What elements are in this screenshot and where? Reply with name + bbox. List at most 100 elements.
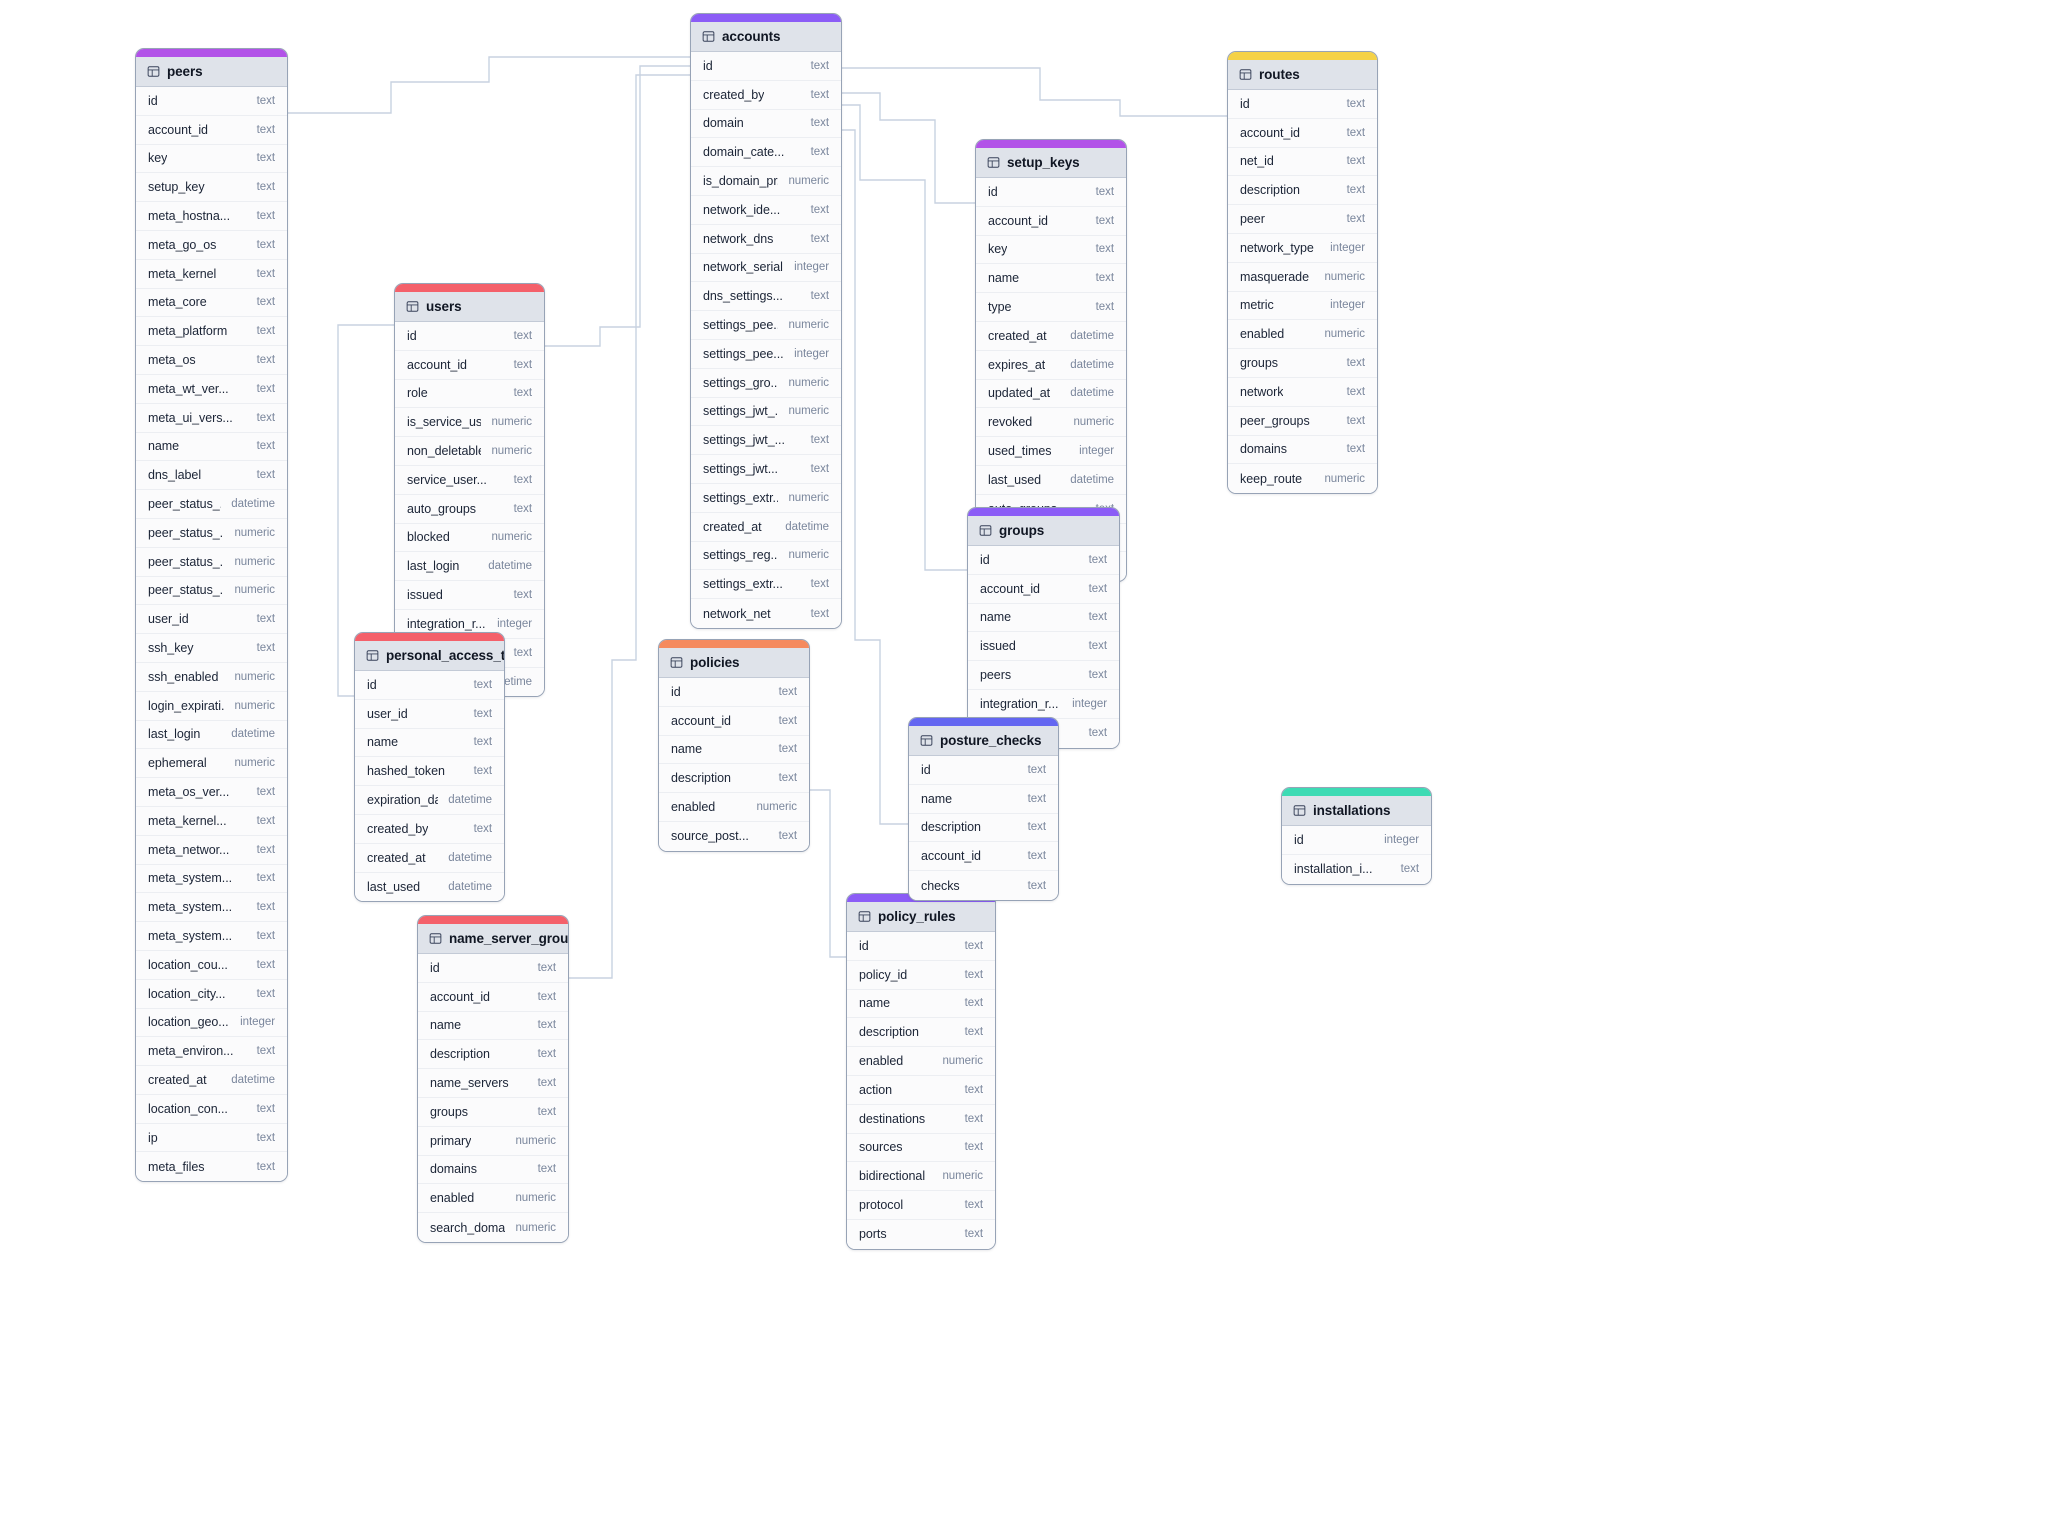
table-header-peers[interactable]: peers bbox=[136, 57, 287, 87]
column-row[interactable]: meta_system...text bbox=[136, 893, 287, 923]
column-row[interactable]: location_city...text bbox=[136, 979, 287, 1009]
column-row[interactable]: settings_jwt_...numeric bbox=[691, 397, 841, 427]
column-row[interactable]: peer_status_...datetime bbox=[136, 490, 287, 519]
column-row[interactable]: location_con...text bbox=[136, 1094, 287, 1124]
table-header-users[interactable]: users bbox=[395, 292, 544, 322]
table-header-personal_access_tokens[interactable]: personal_access_tokens bbox=[355, 641, 504, 671]
column-row[interactable]: meta_system...text bbox=[136, 864, 287, 894]
column-row[interactable]: network_ide...text bbox=[691, 195, 841, 225]
column-row[interactable]: settings_extr...text bbox=[691, 570, 841, 600]
column-row[interactable]: meta_networ...text bbox=[136, 835, 287, 865]
table-header-groups[interactable]: groups bbox=[968, 516, 1119, 546]
column-row[interactable]: login_expirati...numeric bbox=[136, 691, 287, 721]
column-row[interactable]: meta_os_ver...text bbox=[136, 778, 287, 807]
column-row[interactable]: search_doma...numeric bbox=[418, 1213, 568, 1242]
table-header-accounts[interactable]: accounts bbox=[691, 22, 841, 52]
column-row[interactable]: integration_r...integer bbox=[968, 689, 1119, 719]
column-row[interactable]: settings_pee...numeric bbox=[691, 311, 841, 340]
table-header-posture_checks[interactable]: posture_checks bbox=[909, 726, 1058, 756]
table-header-installations[interactable]: installations bbox=[1282, 796, 1431, 826]
table-node-name_server_groups[interactable]: name_server_groupsidtextaccount_idtextna… bbox=[417, 915, 569, 1243]
table-header-routes[interactable]: routes bbox=[1228, 60, 1377, 90]
column-row[interactable]: settings_reg...numeric bbox=[691, 541, 841, 571]
table-header-setup_keys[interactable]: setup_keys bbox=[976, 148, 1126, 178]
column-row[interactable]: is_service_us...numeric bbox=[395, 408, 544, 438]
column-row[interactable]: settings_gro...numeric bbox=[691, 368, 841, 398]
table-node-personal_access_tokens[interactable]: personal_access_tokensidtextuser_idtextn… bbox=[354, 632, 505, 903]
column-row[interactable]: peer_status_...numeric bbox=[136, 518, 287, 548]
column-row[interactable]: expiration_da...datetime bbox=[355, 786, 504, 815]
column-row[interactable]: domain_cate...text bbox=[691, 138, 841, 168]
column-row[interactable]: meta_system...text bbox=[136, 922, 287, 951]
column-row[interactable]: installation_i...text bbox=[1282, 854, 1431, 884]
table-header-name_server_groups[interactable]: name_server_groups bbox=[418, 924, 568, 954]
